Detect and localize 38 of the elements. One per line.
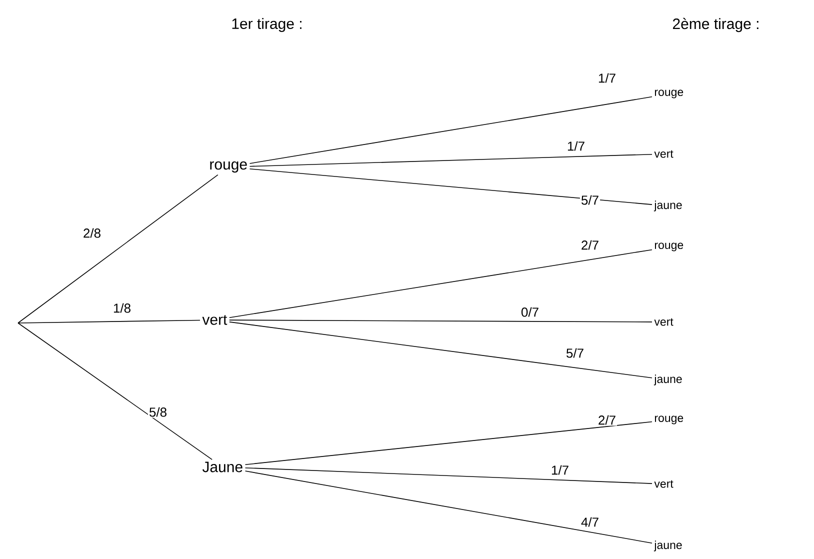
branch-line (249, 96, 652, 164)
probability-label: 1/7 (550, 464, 570, 476)
probability-label: 5/7 (564, 347, 586, 359)
branch-line (244, 470, 652, 544)
outcome-label: jaune (654, 374, 682, 386)
probability-label: 1/8 (112, 302, 132, 314)
probability-label: 5/7 (580, 194, 600, 206)
outcome-label: vert (654, 318, 674, 326)
outcome-label: vert (202, 315, 228, 325)
outcome-label: jaune (654, 540, 682, 552)
outcome-label: rouge (654, 90, 684, 98)
probability-label: 0/7 (520, 306, 540, 318)
branch-line (229, 320, 652, 322)
branch-line (18, 174, 218, 324)
branch-line (249, 168, 652, 205)
probability-label: 4/7 (580, 516, 600, 528)
branch-line (249, 154, 652, 167)
probability-label: 1/7 (596, 72, 618, 84)
column-heading: 1er tirage : (232, 18, 302, 32)
probability-label: 5/8 (148, 406, 168, 418)
outcome-label: rouge (654, 416, 684, 424)
branch-line (229, 249, 652, 318)
outcome-label: vert (654, 150, 674, 158)
branch-line (18, 322, 212, 460)
probability-label: 2/7 (596, 414, 618, 426)
outcome-label: jaune (654, 200, 682, 212)
probability-label: 2/7 (580, 239, 600, 251)
outcome-label: rouge (210, 161, 247, 173)
outcome-label: rouge (654, 242, 684, 252)
branch-line (244, 421, 652, 466)
branch-line (229, 322, 652, 378)
column-heading: 2ème tirage : (672, 18, 758, 32)
branch-line (18, 320, 200, 324)
outcome-label: Jaune (202, 462, 242, 472)
branch-line (244, 467, 652, 484)
probability-label: 1/7 (566, 140, 586, 152)
probability-label: 2/8 (82, 227, 102, 239)
outcome-label: vert (654, 480, 674, 488)
